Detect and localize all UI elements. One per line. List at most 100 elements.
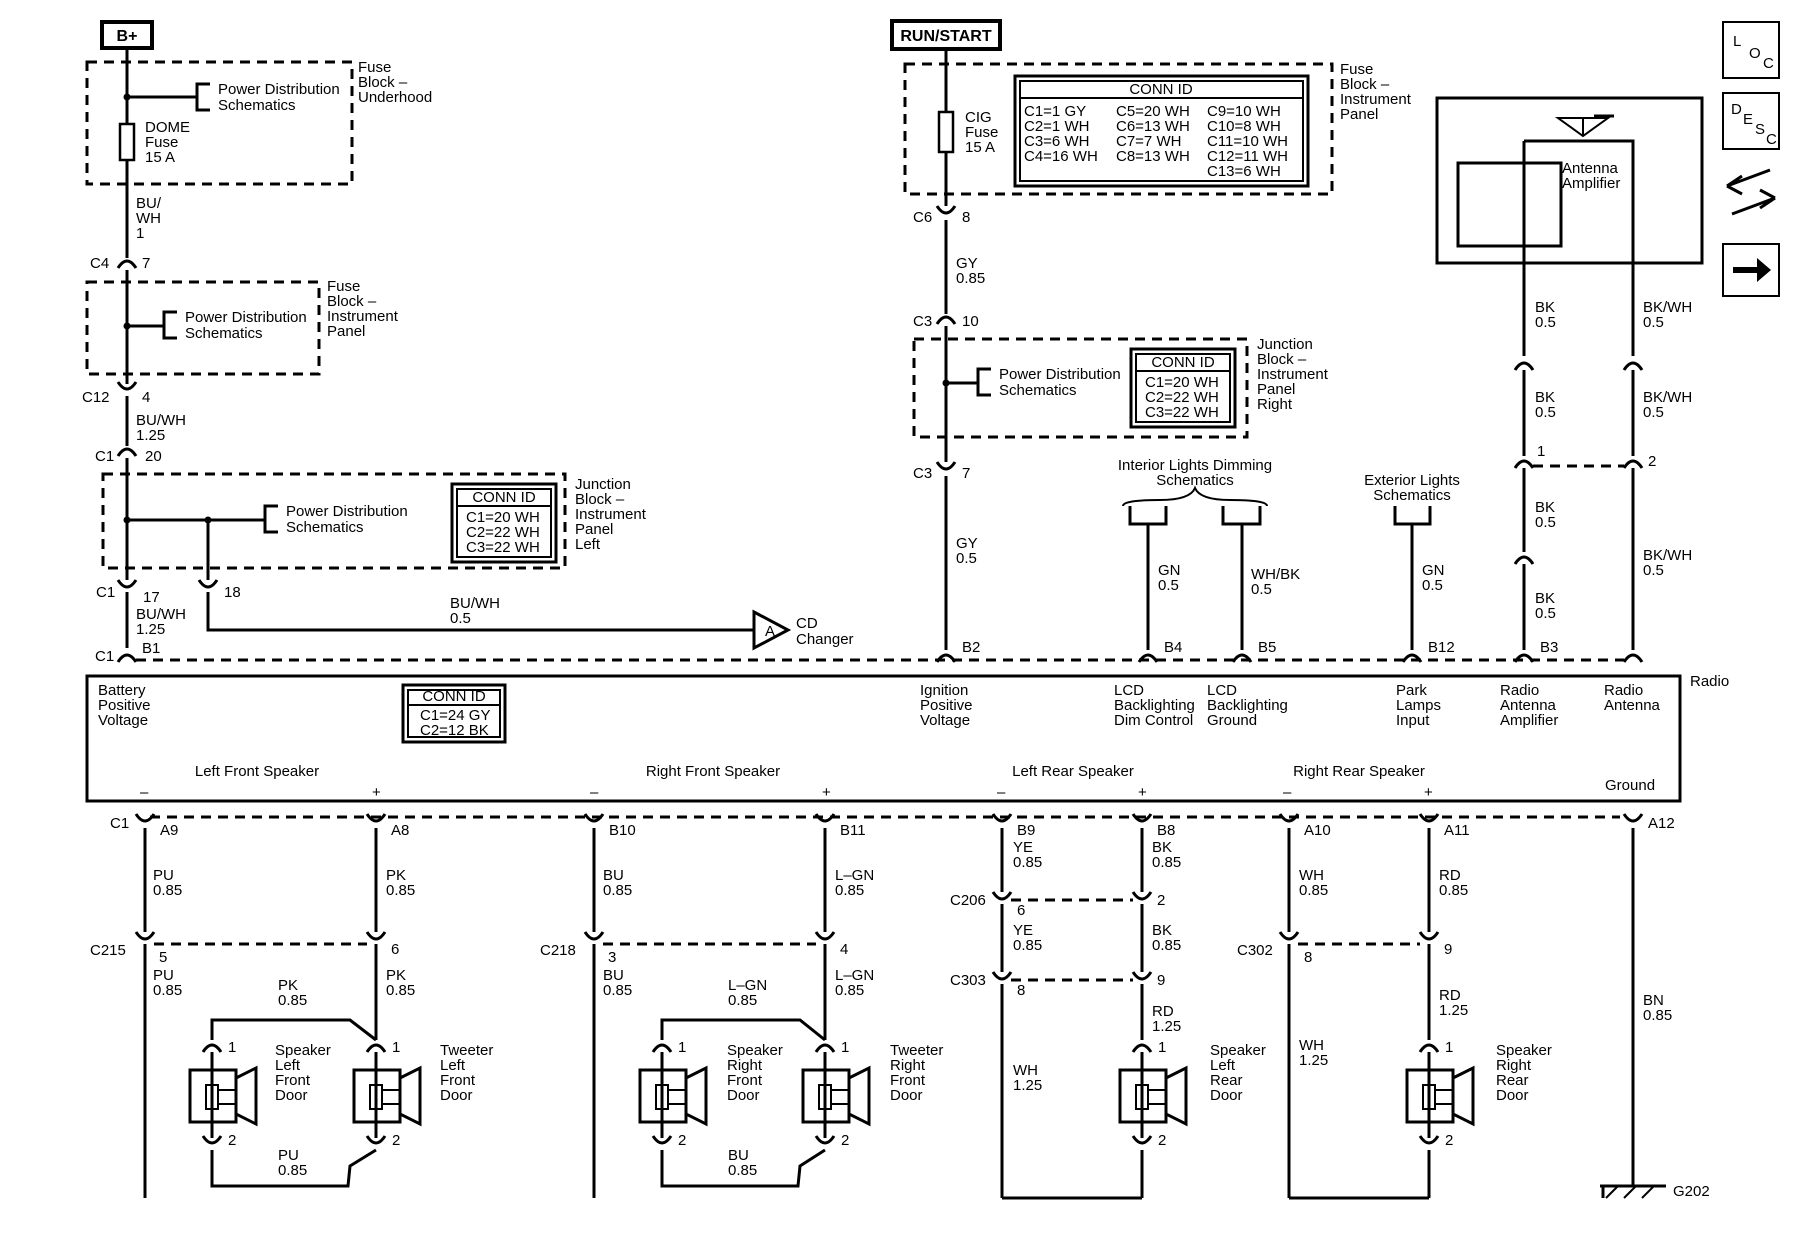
- conn-id-table-fuse-ip: CONN ID C1=1 GY C2=1 WH C3=6 WH C4=16 WH…: [1013, 74, 1310, 188]
- svg-text:Battery: Battery: [98, 682, 146, 699]
- swap-arrows-icon[interactable]: [1726, 168, 1776, 216]
- next-arrow-icon[interactable]: [1722, 243, 1780, 297]
- svg-text:0.85: 0.85: [603, 982, 632, 999]
- svg-text:Ground: Ground: [1605, 777, 1655, 794]
- desc-icon[interactable]: D E S C: [1722, 92, 1780, 150]
- svg-text:WH: WH: [1013, 1062, 1038, 1079]
- speaker-left-rear: 1 2 Speaker Left Rear Door: [1118, 1039, 1266, 1149]
- svg-text:C4: C4: [90, 255, 109, 272]
- svg-text:Block –: Block –: [358, 74, 408, 91]
- svg-text:8: 8: [962, 209, 970, 226]
- svg-text:B2: B2: [962, 639, 980, 656]
- svg-text:Dim Control: Dim Control: [1114, 712, 1193, 729]
- svg-text:B11: B11: [840, 822, 866, 839]
- svg-text:C1=1 GY: C1=1 GY: [1024, 103, 1086, 120]
- connector-c1-b1: C1 B1: [95, 640, 160, 665]
- svg-text:BK/WH: BK/WH: [1643, 547, 1692, 564]
- svg-text:GN: GN: [1422, 562, 1445, 579]
- svg-text:0.85: 0.85: [278, 992, 307, 1009]
- exterior-lights[interactable]: Exterior Lights Schematics GN 0.5 B12: [1364, 472, 1460, 663]
- svg-text:18: 18: [224, 584, 241, 601]
- svg-text:Front: Front: [275, 1072, 311, 1089]
- svg-text:C3=22 WH: C3=22 WH: [1145, 404, 1219, 421]
- svg-text:Front: Front: [440, 1072, 476, 1089]
- svg-text:Fuse: Fuse: [327, 278, 360, 295]
- svg-text:PU: PU: [278, 1147, 299, 1164]
- svg-text:1.25: 1.25: [1013, 1077, 1042, 1094]
- loc-icon[interactable]: L O C: [1722, 21, 1780, 79]
- svg-text:1: 1: [1158, 1039, 1166, 1056]
- bottom-pins: C1 A9 A8 B10 B11 B9 B8 A10 A11 A12: [110, 813, 1675, 839]
- svg-text:C8=13 WH: C8=13 WH: [1116, 148, 1190, 165]
- svg-text:0.5: 0.5: [1158, 577, 1179, 594]
- svg-text:6: 6: [391, 941, 399, 958]
- svg-text:Left: Left: [575, 536, 601, 553]
- wire-label: 1: [136, 225, 144, 242]
- antenna-wires: BK 0.5 BK/WH 0.5 BK 0.5 BK/WH 0.5 1 2 BK…: [1513, 263, 1692, 663]
- interior-lights-dimming[interactable]: Interior Lights Dimming Schematics GN 0.…: [1118, 457, 1300, 663]
- cd-changer-link[interactable]: A BU/WH 0.5 CD Changer: [206, 592, 854, 651]
- svg-text:10: 10: [962, 313, 979, 330]
- svg-text:BK: BK: [1535, 389, 1555, 406]
- svg-text:Fuse: Fuse: [145, 134, 178, 151]
- svg-text:D: D: [1731, 101, 1742, 118]
- svg-text:3: 3: [608, 949, 616, 966]
- svg-text:Fuse: Fuse: [1340, 61, 1373, 78]
- speaker-left-front: 1 2 Speaker Left Front Door: [188, 1039, 331, 1149]
- svg-text:B9: B9: [1017, 822, 1035, 839]
- svg-text:Antenna: Antenna: [1604, 697, 1661, 714]
- svg-text:C7=7 WH: C7=7 WH: [1116, 133, 1181, 150]
- svg-text:C206: C206: [950, 892, 986, 909]
- svg-text:BU: BU: [728, 1147, 749, 1164]
- svg-text:BU: BU: [603, 867, 624, 884]
- svg-text:Schematics: Schematics: [286, 519, 364, 536]
- svg-text:Speaker: Speaker: [1496, 1042, 1552, 1059]
- svg-text:Right Front Speaker: Right Front Speaker: [646, 763, 780, 780]
- svg-text:0.5: 0.5: [1251, 581, 1272, 598]
- svg-text:Right: Right: [1496, 1057, 1532, 1074]
- svg-text:+: +: [372, 784, 381, 801]
- svg-text:Rear: Rear: [1496, 1072, 1529, 1089]
- speaker-right-front: 1 2 Speaker Right Front Door: [638, 1039, 783, 1149]
- connector-c1-20: C1 20: [95, 447, 162, 465]
- runstart-tag: RUN/START: [890, 19, 1002, 51]
- cig-fuse: [937, 110, 955, 154]
- svg-text:–: –: [590, 784, 599, 801]
- svg-text:Positive: Positive: [920, 697, 973, 714]
- connector-c1-17: C1 17 18: [96, 579, 241, 606]
- svg-text:6: 6: [1017, 902, 1025, 919]
- svg-text:B1: B1: [142, 640, 160, 657]
- svg-text:2: 2: [1157, 892, 1165, 909]
- svg-text:Power Distribution: Power Distribution: [999, 366, 1121, 383]
- speaker-feed-wires: PU 0.85 PK 0.85 BU 0.85 L–GN 0.85 YE 0.8…: [143, 828, 1635, 1186]
- svg-text:Schematics: Schematics: [999, 382, 1077, 399]
- svg-text:L–GN: L–GN: [835, 867, 874, 884]
- svg-text:C2=22 WH: C2=22 WH: [466, 524, 540, 541]
- svg-text:C1=24 GY: C1=24 GY: [420, 707, 490, 724]
- svg-text:C2=22 WH: C2=22 WH: [1145, 389, 1219, 406]
- svg-text:Radio: Radio: [1604, 682, 1643, 699]
- svg-text:PK: PK: [278, 977, 298, 994]
- svg-text:C5=20 WH: C5=20 WH: [1116, 103, 1190, 120]
- svg-text:9: 9: [1444, 941, 1452, 958]
- svg-text:Backlighting: Backlighting: [1114, 697, 1195, 714]
- ground-g202: BN 0.85 G202: [1600, 992, 1710, 1200]
- svg-text:2: 2: [841, 1132, 849, 1149]
- inline-connectors: C215 5 6 C218 3 4 C206 6 2 YE 0.85 BK 0.…: [90, 891, 1452, 999]
- svg-text:BK: BK: [1152, 922, 1172, 939]
- svg-text:C12=11 WH: C12=11 WH: [1207, 148, 1288, 165]
- svg-text:0.5: 0.5: [1535, 605, 1556, 622]
- svg-text:1.25: 1.25: [1439, 1002, 1468, 1019]
- svg-text:A9: A9: [160, 822, 178, 839]
- svg-text:B3: B3: [1540, 639, 1558, 656]
- connector-c3-10: C3 10: [913, 313, 979, 330]
- fuse-block-underhood: Power Distribution Schematics DOME Fuse …: [85, 59, 432, 186]
- svg-text:0.85: 0.85: [1643, 1007, 1672, 1024]
- svg-text:B+: B+: [117, 28, 138, 45]
- svg-text:C12: C12: [82, 389, 110, 406]
- svg-text:Block –: Block –: [575, 491, 625, 508]
- svg-text:Instrument: Instrument: [1257, 366, 1329, 383]
- svg-text:0.85: 0.85: [835, 982, 864, 999]
- svg-text:Schematics: Schematics: [185, 325, 263, 342]
